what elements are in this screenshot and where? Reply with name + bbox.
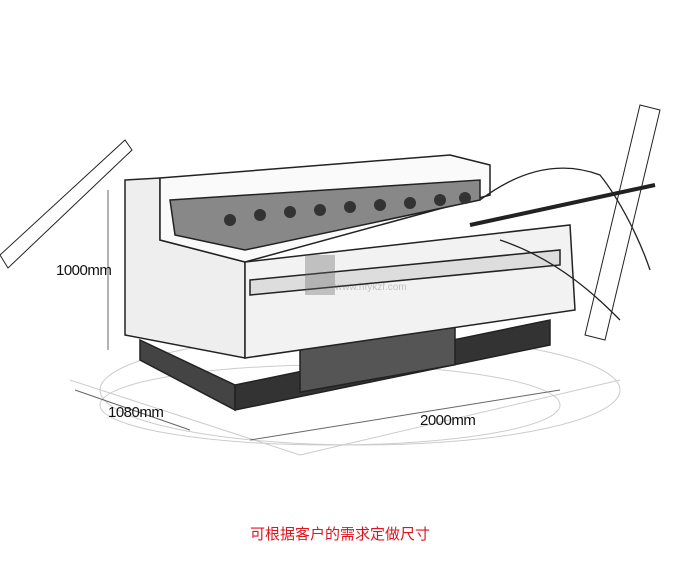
height-dimension-label: 1000mm [56, 262, 112, 279]
hand-with-pencil [469, 167, 656, 321]
depth-dimension-label: 1080mm [108, 404, 164, 421]
caption: 可根据客户的需求定做尺寸 [249, 525, 430, 543]
rulers [0, 104, 661, 341]
dimension-lines [74, 190, 561, 441]
width-dimension-label: 2000mm [420, 412, 476, 429]
display-case [124, 154, 576, 412]
watermark: www.hfykzf.com [305, 255, 407, 295]
produce [224, 192, 471, 226]
watermark-text: www.hfykzf.com [334, 282, 407, 293]
